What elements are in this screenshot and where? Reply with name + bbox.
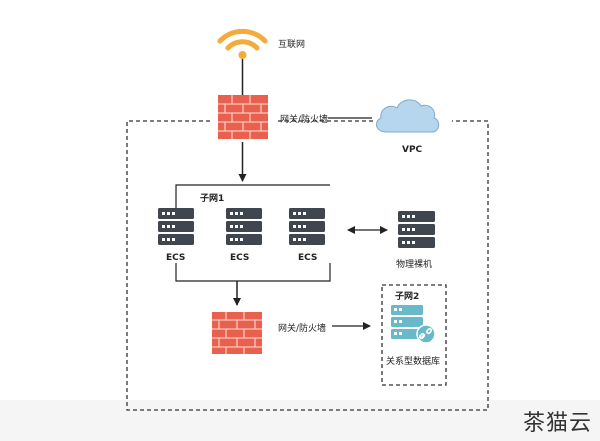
vpc-label: VPC	[402, 145, 423, 155]
database-icon	[391, 305, 436, 344]
ecs-label-2: ECS	[230, 253, 250, 263]
wifi-icon	[217, 28, 268, 59]
physical-server-icon	[398, 211, 435, 248]
ecs-label-3: ECS	[298, 253, 318, 263]
watermark-text: 茶猫云	[522, 411, 592, 436]
cloud-icon	[375, 99, 440, 133]
subnet2-label: 子网2	[395, 292, 420, 302]
firewall-top-icon	[218, 95, 268, 139]
gateway-top-label: 网关/防火墙	[280, 115, 329, 125]
ecs-server-icon-1	[158, 208, 194, 245]
subnet1-bottom-line	[175, 263, 331, 282]
physical-server-label: 物理裸机	[396, 260, 433, 270]
ecs-server-icon-3	[289, 208, 325, 245]
ecs-server-icon-2	[226, 208, 262, 245]
gateway-bottom-label: 网关/防火墙	[278, 324, 327, 334]
internet-label: 互联网	[278, 40, 306, 50]
subnet1-label: 子网1	[200, 194, 225, 204]
subnet1-top-line	[175, 184, 330, 208]
diagram-background	[0, 0, 600, 400]
ecs-label-1: ECS	[166, 253, 186, 263]
firewall-bottom-icon	[212, 312, 262, 354]
subnet2-boundary	[381, 284, 447, 386]
database-label: 关系型数据库	[386, 357, 441, 367]
